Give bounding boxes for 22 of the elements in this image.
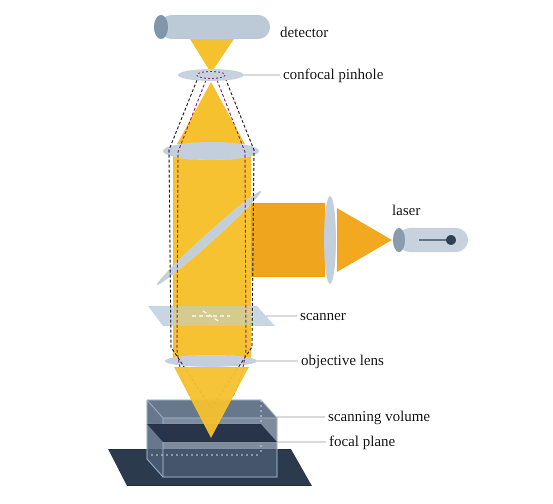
- part-label: laser: [392, 202, 420, 220]
- leader-line: [256, 360, 298, 362]
- leader-line: [276, 416, 326, 418]
- light-cone: [337, 208, 392, 272]
- beam-splitter-mirror: [156, 191, 262, 285]
- leader-line: [244, 74, 280, 76]
- part-label: scanner: [300, 307, 346, 325]
- part-label: scanning volume: [328, 408, 430, 426]
- laser-beam: [251, 203, 325, 277]
- light-cone: [177, 82, 245, 144]
- objective-lens: [165, 355, 257, 367]
- pinhole-disc: [178, 69, 244, 81]
- part-label: focal plane: [329, 433, 396, 451]
- lens: [163, 142, 259, 160]
- light-cone: [174, 367, 249, 438]
- focal-plane-slab: [147, 424, 277, 442]
- part-label: objective lens: [301, 352, 384, 370]
- part-label: confocal pinhole: [283, 66, 384, 84]
- scanner-plate: [148, 306, 275, 326]
- part-label: detector: [280, 24, 328, 42]
- lens: [324, 196, 336, 284]
- specimen-block: [146, 400, 278, 478]
